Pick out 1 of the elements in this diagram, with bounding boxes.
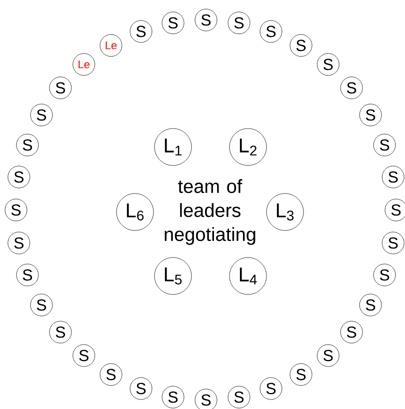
center-label: team of leaders negotiating [164,179,256,245]
